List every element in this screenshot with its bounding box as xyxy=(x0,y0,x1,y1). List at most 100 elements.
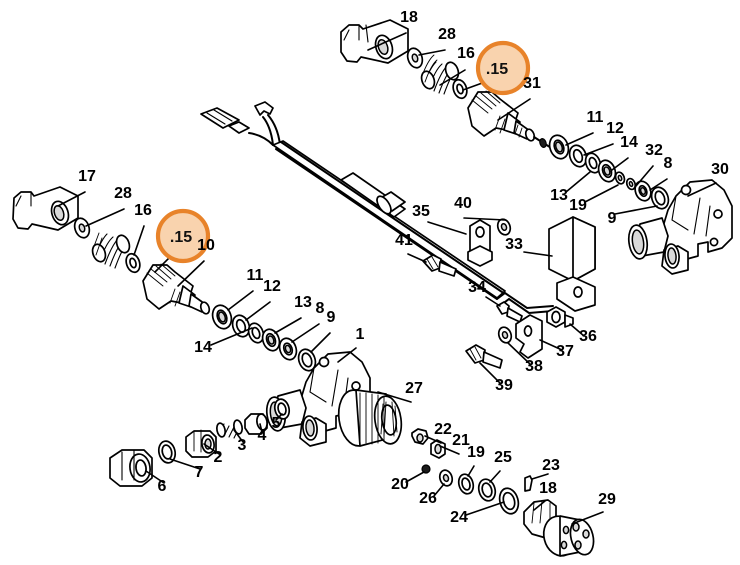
callout-8-right: 8 xyxy=(664,155,673,172)
callout-3: 3 xyxy=(238,437,247,454)
component-22-nut xyxy=(411,428,429,445)
leader-lines xyxy=(57,32,717,525)
callout-18-top: 18 xyxy=(400,9,418,26)
callout-28-left: 28 xyxy=(114,185,132,202)
component-9-mid xyxy=(297,348,317,372)
component-17-sleeve xyxy=(12,186,79,231)
callout-16-left: 16 xyxy=(134,202,152,219)
component-cable-harness xyxy=(200,101,554,315)
callout-8-mid: 8 xyxy=(316,300,325,317)
callout-26: 26 xyxy=(419,490,437,507)
callout-37: 37 xyxy=(556,343,574,360)
callout-31: 31 xyxy=(523,75,541,92)
callout-10: 10 xyxy=(197,237,215,254)
component-28-left-washer xyxy=(73,217,91,239)
component-40-washer xyxy=(496,218,512,236)
component-29-cap xyxy=(542,515,595,557)
callout-11-right: 11 xyxy=(587,109,604,126)
component-32-right xyxy=(625,177,637,191)
callout-40: 40 xyxy=(454,195,472,212)
callout-labels: 18 28 16 .15 31 11 12 14 32 8 30 13 19 9… xyxy=(78,9,729,526)
component-37-lever xyxy=(515,314,543,359)
component-18-top-sleeve xyxy=(340,19,409,64)
component-19-right xyxy=(614,171,626,185)
callout-21: 21 xyxy=(452,432,470,449)
component-13-right xyxy=(584,152,602,174)
callout-11-mid: 11 xyxy=(247,267,264,284)
component-25-oring xyxy=(477,478,497,502)
component-31-valve-cartridge xyxy=(467,90,557,152)
component-9-right xyxy=(650,186,670,210)
callout-14-mid: 14 xyxy=(194,339,212,356)
callout-41: 41 xyxy=(395,232,413,249)
component-38-washer xyxy=(497,326,513,344)
component-2-fitting xyxy=(185,429,217,458)
component-15-left-oring xyxy=(125,252,141,274)
component-41-screw xyxy=(422,254,457,277)
callout-32: 32 xyxy=(645,142,663,159)
callout-5: 5 xyxy=(272,415,281,432)
callout-12-mid: 12 xyxy=(263,278,281,295)
component-3-spring xyxy=(215,419,244,439)
callout-28-top: 28 xyxy=(438,26,456,43)
callout-17: 17 xyxy=(78,168,96,185)
component-20-ball xyxy=(421,464,431,474)
callout-24: 24 xyxy=(450,509,468,526)
component-15-top-oring xyxy=(452,78,468,100)
component-13-mid xyxy=(261,328,281,352)
component-8-right xyxy=(634,180,652,202)
callout-7: 7 xyxy=(195,464,204,481)
callout-13-right: 13 xyxy=(550,187,568,204)
component-8-mid xyxy=(278,337,298,361)
callout-15-left: .15 xyxy=(170,229,192,246)
component-33-sensor xyxy=(548,216,596,312)
callout-27: 27 xyxy=(405,380,423,397)
component-28-top-washer xyxy=(406,47,424,69)
callout-36: 36 xyxy=(579,328,597,345)
callout-12-right: 12 xyxy=(606,120,624,137)
callout-38: 38 xyxy=(525,358,543,375)
component-12-right xyxy=(568,144,588,168)
component-6-nut xyxy=(109,449,153,487)
component-23-pin xyxy=(524,475,533,492)
component-16-left-spring xyxy=(91,232,131,269)
component-19-oring-bottom xyxy=(457,473,475,495)
callout-39: 39 xyxy=(495,377,513,394)
callout-19-right: 19 xyxy=(569,197,587,214)
component-5-oring xyxy=(273,398,291,420)
callout-35: 35 xyxy=(412,203,430,220)
callout-14-right: 14 xyxy=(620,134,638,151)
highlight-circle-top[interactable] xyxy=(475,40,531,96)
callout-30: 30 xyxy=(711,161,729,178)
component-35-bracket xyxy=(467,219,493,267)
callout-13-mid: 13 xyxy=(294,294,312,311)
component-21-bushing xyxy=(430,439,446,459)
callout-1: 1 xyxy=(356,326,365,343)
component-10-cartridge xyxy=(142,263,211,315)
callout-9-right: 9 xyxy=(608,210,617,227)
callout-33: 33 xyxy=(505,236,523,253)
component-7-oring xyxy=(157,440,177,464)
component-26-washer xyxy=(438,469,454,487)
component-24-oring xyxy=(498,487,520,515)
callout-15-top: .15 xyxy=(486,61,508,78)
callout-20: 20 xyxy=(391,476,409,493)
callout-16-top: 16 xyxy=(457,45,475,62)
callout-2: 2 xyxy=(214,449,223,466)
callout-25: 25 xyxy=(494,449,512,466)
component-30-housing xyxy=(627,179,733,275)
component-39-bolt xyxy=(465,344,503,369)
callout-4: 4 xyxy=(258,427,267,444)
callout-19-bottom: 19 xyxy=(467,444,485,461)
highlight-circle-left[interactable] xyxy=(155,208,211,264)
callout-34: 34 xyxy=(468,279,486,296)
callout-29: 29 xyxy=(598,491,616,508)
component-27-coil xyxy=(337,389,403,447)
callout-18-bottom: 18 xyxy=(539,480,557,497)
callout-9-mid: 9 xyxy=(327,309,336,326)
callout-22: 22 xyxy=(434,421,452,438)
callout-6: 6 xyxy=(158,478,167,495)
